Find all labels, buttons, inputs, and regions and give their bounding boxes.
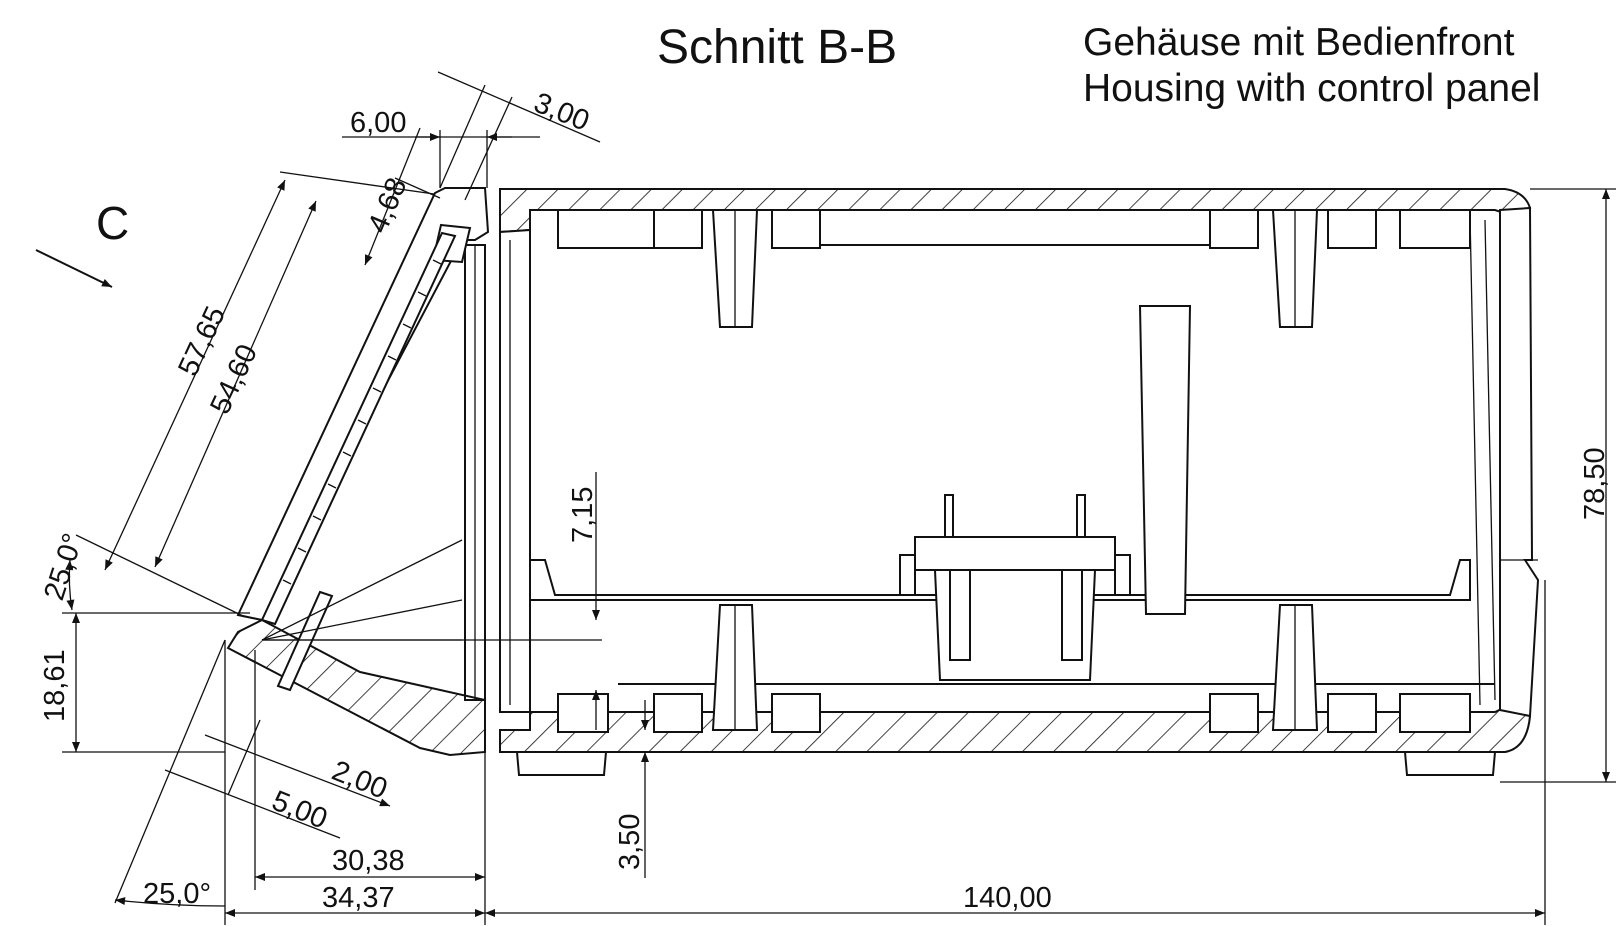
control-front-panel xyxy=(226,187,490,757)
dim-25-0-top: 25,0° xyxy=(38,530,89,605)
dimension-lines xyxy=(62,71,1616,925)
dim-78-50: 78,50 xyxy=(1579,447,1611,520)
dim-25-0-bottom: 25,0° xyxy=(143,878,211,910)
dim-7-15: 7,15 xyxy=(567,487,599,543)
subtitle-german: Gehäuse mit Bedienfront xyxy=(1083,21,1515,64)
subtitle-english: Housing with control panel xyxy=(1083,67,1541,110)
foot-right xyxy=(1403,751,1497,776)
connector-component xyxy=(899,494,1131,681)
housing-body xyxy=(464,188,1540,776)
dim-3-50: 3,50 xyxy=(614,814,646,870)
section-title: Schnitt B-B xyxy=(657,21,898,74)
view-arrow-c xyxy=(35,249,113,288)
dim-34-37: 34,37 xyxy=(322,882,395,914)
dim-30-38: 30,38 xyxy=(332,845,405,877)
dim-5-00: 5,00 xyxy=(267,785,331,836)
dim-18-61: 18,61 xyxy=(39,649,71,722)
drawing-subtitle: Gehäuse mit Bedienfront Housing with con… xyxy=(1083,20,1540,112)
dim-140-00: 140,00 xyxy=(963,882,1052,914)
foot-left xyxy=(515,751,608,776)
dim-6-00: 6,00 xyxy=(350,107,406,139)
dim-4-68: 4,68 xyxy=(362,173,414,237)
dim-3-00: 3,00 xyxy=(529,87,593,138)
dim-2-00: 2,00 xyxy=(327,755,391,806)
